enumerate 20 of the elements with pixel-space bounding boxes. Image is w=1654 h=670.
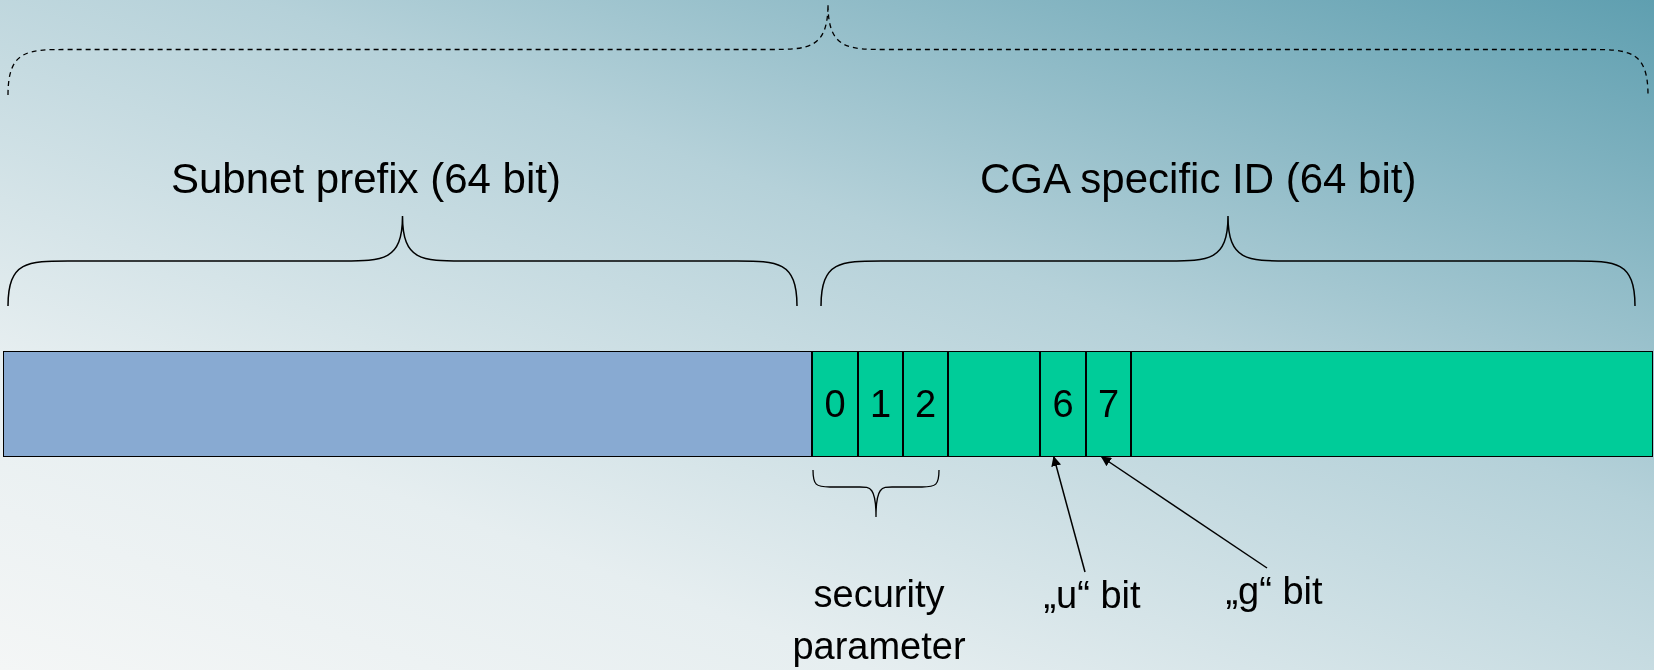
bit-number: 7 bbox=[1097, 385, 1120, 423]
bit-cell bbox=[858, 351, 903, 457]
bit-cell bbox=[1086, 351, 1131, 457]
bit-number: 6 bbox=[1052, 385, 1074, 423]
bit-label: „g“ bit bbox=[1204, 568, 1344, 614]
bit-cell bbox=[948, 351, 1040, 457]
bit-cell bbox=[1040, 351, 1086, 457]
field-label: CGA specific ID (64 bit) bbox=[980, 158, 1417, 200]
bit-cell bbox=[903, 351, 948, 457]
bit-number: 2 bbox=[914, 385, 937, 423]
leader-arrow bbox=[1100, 456, 1268, 569]
bit-label: „u“ bit bbox=[1022, 572, 1162, 618]
bit-cell bbox=[812, 351, 858, 457]
prefix-segment bbox=[3, 351, 812, 457]
bit-number: 0 bbox=[824, 385, 846, 423]
leader-arrow bbox=[1051, 456, 1086, 573]
field-label: security parameter bbox=[791, 572, 967, 669]
field-label: Subnet prefix (64 bit) bbox=[171, 158, 561, 200]
bit-number: 1 bbox=[869, 385, 892, 423]
bit-cell bbox=[1131, 351, 1653, 457]
